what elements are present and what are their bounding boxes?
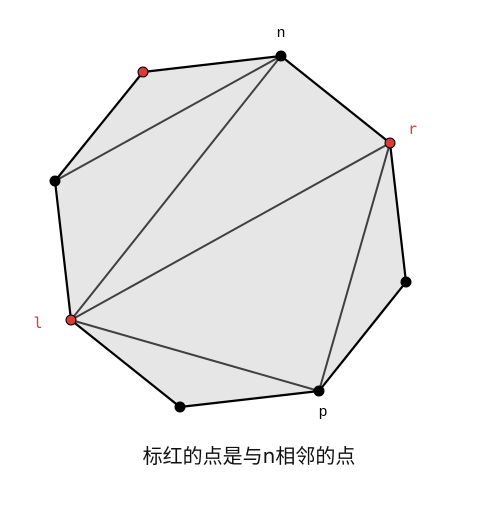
diagonals-group xyxy=(54,55,391,392)
vertex-point-v8 xyxy=(137,66,149,78)
vertex-point-l xyxy=(65,314,77,326)
vertex-point-v5 xyxy=(174,401,186,413)
vertex-point-r xyxy=(384,137,396,149)
vertex-point-n xyxy=(275,50,287,62)
vertex-label-r: r xyxy=(408,120,417,138)
diagonal-n-v7 xyxy=(54,55,282,182)
vertex-point-v3 xyxy=(400,276,412,288)
vertex-label-l: l xyxy=(33,314,42,332)
vertex-labels-group: n r p l xyxy=(33,24,417,420)
diagonal-r-p xyxy=(318,142,391,392)
diagram-caption: 标红的点是与n相邻的点 xyxy=(142,444,356,468)
vertices-group xyxy=(49,50,412,413)
diagonal-n-l xyxy=(70,55,282,321)
vertex-point-v7 xyxy=(49,175,61,187)
vertex-label-n: n xyxy=(277,24,285,41)
diagonal-l-p xyxy=(70,319,320,392)
vertex-label-p: p xyxy=(319,403,327,420)
vertex-point-p xyxy=(313,385,325,397)
diagonal-r-l xyxy=(70,142,391,321)
